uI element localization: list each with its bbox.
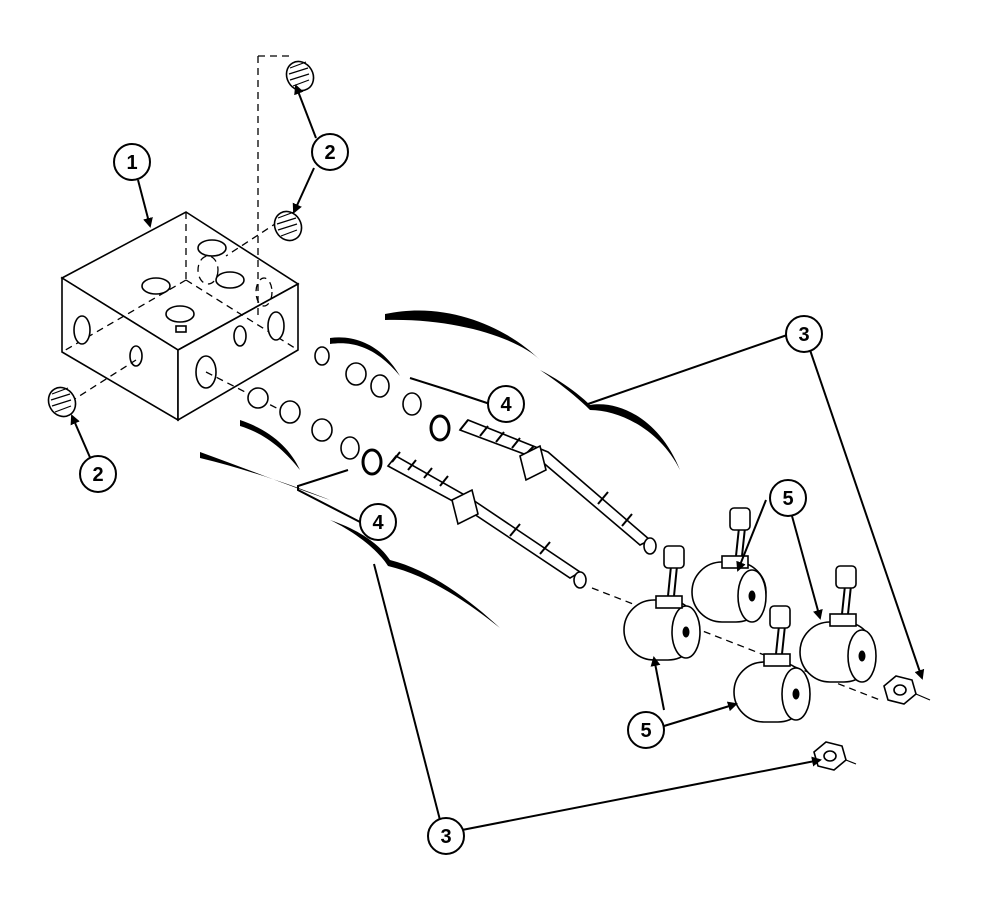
callout-3-lower: 3: [427, 817, 465, 855]
callout-label: 5: [640, 720, 651, 742]
callout-5-upper: 5: [769, 479, 807, 517]
plug-middle: [273, 210, 303, 242]
callout-label: 1: [126, 152, 137, 174]
callout-label: 2: [324, 142, 335, 164]
callout-label: 4: [500, 394, 512, 416]
callout-3-upper: 3: [785, 315, 823, 353]
brace-lower-a: [200, 452, 330, 500]
callout-label: 4: [372, 512, 384, 534]
coil-2: [691, 507, 767, 623]
nut-right: [883, 675, 931, 705]
plug-top: [285, 60, 315, 92]
callout-label: 5: [782, 488, 793, 510]
brace-small-b: [240, 420, 300, 470]
brace-lower-b: [330, 520, 500, 628]
callout-2-top: 2: [311, 133, 349, 171]
brace-upper-b: [540, 370, 680, 470]
callout-label: 3: [440, 826, 451, 848]
callout-5-lower: 5: [627, 711, 665, 749]
callout-4-upper: 4: [487, 385, 525, 423]
coil-1: [623, 545, 701, 661]
callout-label: 2: [92, 464, 103, 486]
plug-left: [47, 386, 77, 418]
valve-body: [60, 55, 301, 422]
callout-1-part-body: 1: [113, 143, 151, 181]
callout-2-left: 2: [79, 455, 117, 493]
nut-lower: [813, 741, 857, 771]
coil-4: [799, 565, 877, 683]
brace-upper-a: [385, 310, 540, 360]
brace-small-a: [330, 337, 400, 376]
cartridge-lower: [247, 387, 881, 701]
cartridge-upper: [314, 346, 657, 555]
callout-4-lower: 4: [359, 503, 397, 541]
callout-label: 3: [798, 324, 809, 346]
coil-3: [733, 605, 811, 723]
